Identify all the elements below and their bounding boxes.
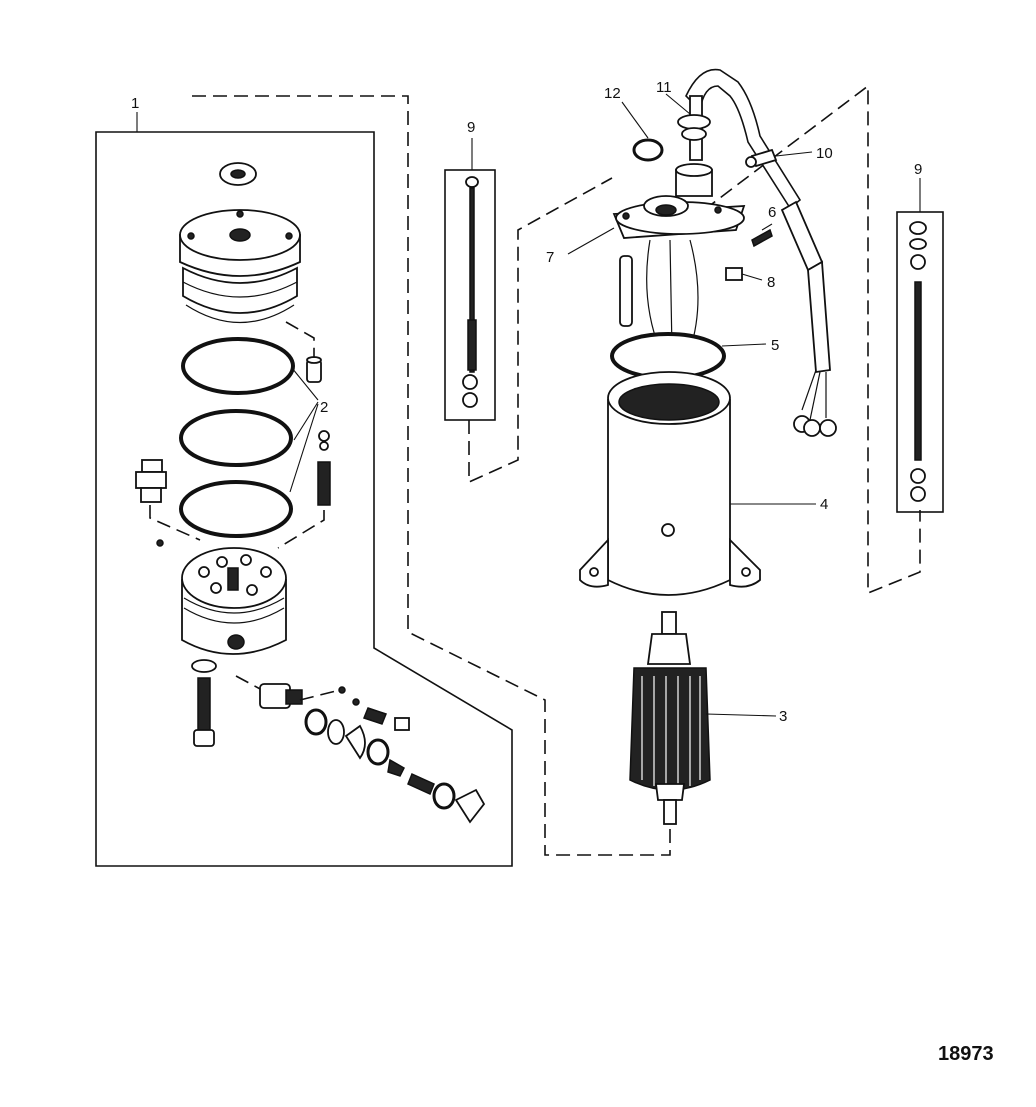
leader-7 <box>567 227 615 255</box>
figure-number: 18973 <box>938 1043 994 1065</box>
bolt-part <box>191 659 217 747</box>
end-cap-part <box>179 209 301 324</box>
callout-9-left: 9 <box>467 119 475 136</box>
leader-10 <box>775 151 813 157</box>
group-dashed-outline <box>192 95 671 856</box>
callout-10: 10 <box>816 145 833 162</box>
callout-4: 4 <box>820 496 828 513</box>
motor-housing-part <box>579 371 761 596</box>
end-frame-part <box>612 163 746 239</box>
tie-bolt-box-left <box>444 138 613 484</box>
callout-8: 8 <box>767 274 775 291</box>
callout-11: 11 <box>656 79 672 96</box>
leader-11 <box>665 93 691 115</box>
callout-9-right: 9 <box>914 161 922 178</box>
callout-1: 1 <box>131 95 139 112</box>
armature-part <box>629 611 711 825</box>
leader-3 <box>705 713 777 717</box>
callout-12: 12 <box>604 85 621 102</box>
motor-dashed-outline <box>703 84 921 595</box>
callout-5: 5 <box>771 337 779 354</box>
leader-2 <box>289 367 319 493</box>
ball-spring-part <box>277 430 331 549</box>
pump-body-part <box>156 539 287 655</box>
leader-12 <box>621 101 649 139</box>
motor-assembly-group <box>567 68 921 825</box>
terminal-part <box>745 148 778 168</box>
leader-6 <box>761 223 773 231</box>
grommet-part <box>677 114 711 141</box>
pump-assembly-group <box>95 95 671 867</box>
brush-wires-part <box>619 228 773 351</box>
fitting-part <box>135 459 201 541</box>
valve-parts <box>235 675 486 824</box>
top-seal-part <box>219 162 257 186</box>
leader-8 <box>741 273 763 281</box>
callout-3: 3 <box>779 708 787 725</box>
dowel-pin-part <box>306 356 322 383</box>
o-ring-set <box>179 337 295 538</box>
callout-7: 7 <box>546 249 554 266</box>
tie-bolt-box-right <box>896 178 944 513</box>
leader-5 <box>721 343 767 347</box>
pin-dash-leader <box>285 321 315 358</box>
callout-6: 6 <box>768 204 776 221</box>
cable-part <box>685 68 837 437</box>
small-o-ring-part <box>632 138 664 162</box>
group-1-outline <box>95 131 513 867</box>
callout-2: 2 <box>320 399 328 416</box>
